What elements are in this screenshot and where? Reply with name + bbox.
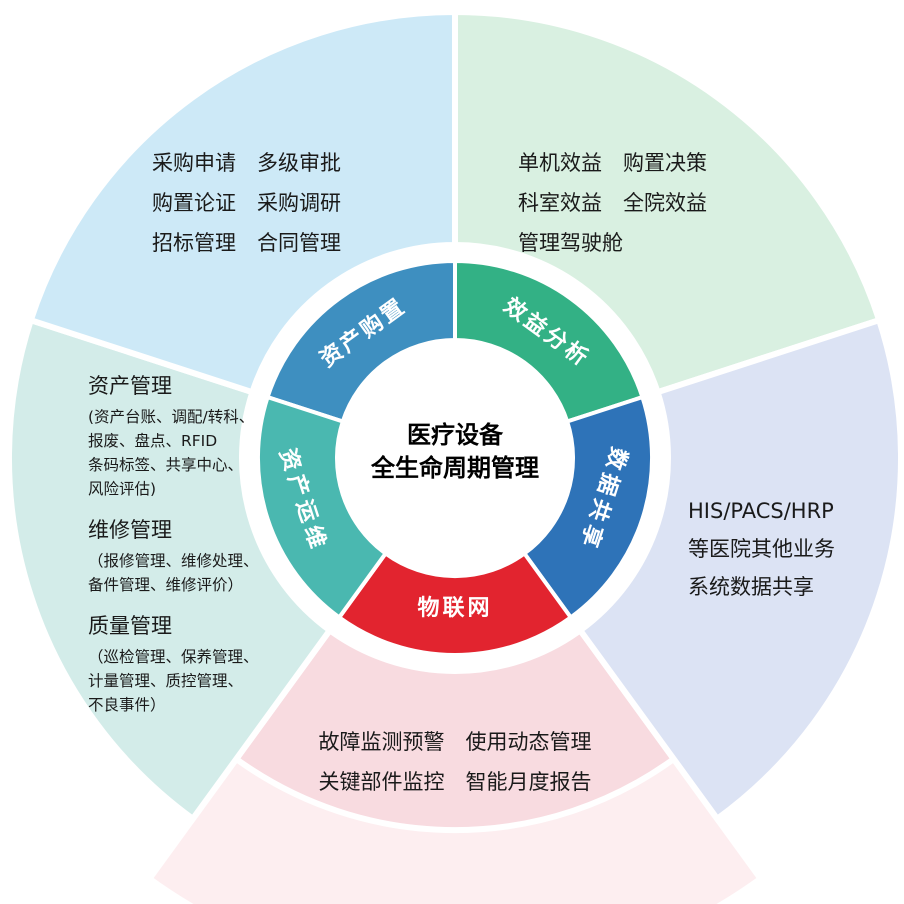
operations-detail-line: 风险评估)	[88, 480, 157, 498]
center-title: 医疗设备 全生命周期管理	[371, 419, 539, 485]
iot-line: 关键部件监控 智能月度报告	[318, 770, 592, 794]
sector-benefit-outer	[452, 8, 883, 396]
datasharing-line: HIS/PACS/HRP	[688, 499, 834, 523]
operations-heading: 质量管理	[88, 614, 172, 638]
procurement-line: 采购申请 多级审批	[152, 151, 341, 175]
iot-line: 故障监测预警 使用动态管理	[318, 730, 592, 754]
operations-heading: 维修管理	[88, 518, 172, 542]
ring-label-iot: 物联网	[417, 596, 493, 621]
operations-text-block: 资产管理 (资产台账、调配/转科、 报废、盘点、RFID 条码标签、共享中心、 …	[88, 372, 259, 732]
operations-detail-line: (资产台账、调配/转科、	[88, 408, 255, 426]
iot-text-block: 故障监测预警 使用动态管理 关键部件监控 智能月度报告	[319, 722, 592, 802]
operations-detail-line: 报废、盘点、RFID	[88, 432, 218, 450]
operations-detail-line: （报修管理、维修处理、	[88, 552, 259, 570]
center-hub	[336, 339, 574, 577]
benefit-text-block: 单机效益 购置决策 科室效益 全院效益 管理驾驶舱	[518, 143, 707, 263]
benefit-line: 单机效益 购置决策	[518, 151, 707, 175]
benefit-line: 管理驾驶舱	[518, 231, 623, 255]
sector-operations-outer	[5, 316, 334, 823]
center-title-line2: 全生命周期管理	[371, 454, 539, 482]
datasharing-line: 等医院其他业务	[688, 537, 835, 561]
operations-detail-line: 不良事件）	[88, 696, 166, 714]
operations-block-quality: 质量管理 （巡检管理、保养管理、 计量管理、质控管理、 不良事件）	[88, 612, 259, 717]
procurement-line: 招标管理 合同管理	[152, 231, 341, 255]
datasharing-text-block: HIS/PACS/HRP 等医院其他业务 系统数据共享	[688, 492, 835, 606]
operations-block-repair: 维修管理 （报修管理、维修处理、 备件管理、维修评价）	[88, 516, 259, 597]
benefit-line: 科室效益 全院效益	[518, 191, 707, 215]
sector-iot-outer	[232, 626, 678, 834]
procurement-text-block: 采购申请 多级审批 购置论证 采购调研 招标管理 合同管理	[152, 143, 341, 263]
sector-datasharing-outer	[576, 316, 904, 823]
datasharing-line: 系统数据共享	[688, 575, 814, 599]
procurement-line: 购置论证 采购调研	[152, 191, 341, 215]
operations-block-asset: 资产管理 (资产台账、调配/转科、 报废、盘点、RFID 条码标签、共享中心、 …	[88, 372, 259, 501]
operations-detail-line: 条码标签、共享中心、	[88, 456, 244, 474]
operations-detail-line: （巡检管理、保养管理、	[88, 648, 259, 666]
center-title-line1: 医疗设备	[407, 421, 503, 449]
operations-heading: 资产管理	[88, 374, 172, 398]
operations-detail-line: 计量管理、质控管理、	[88, 672, 244, 690]
sector-procurement-outer	[27, 8, 458, 396]
operations-detail-line: 备件管理、维修评价）	[88, 576, 244, 594]
